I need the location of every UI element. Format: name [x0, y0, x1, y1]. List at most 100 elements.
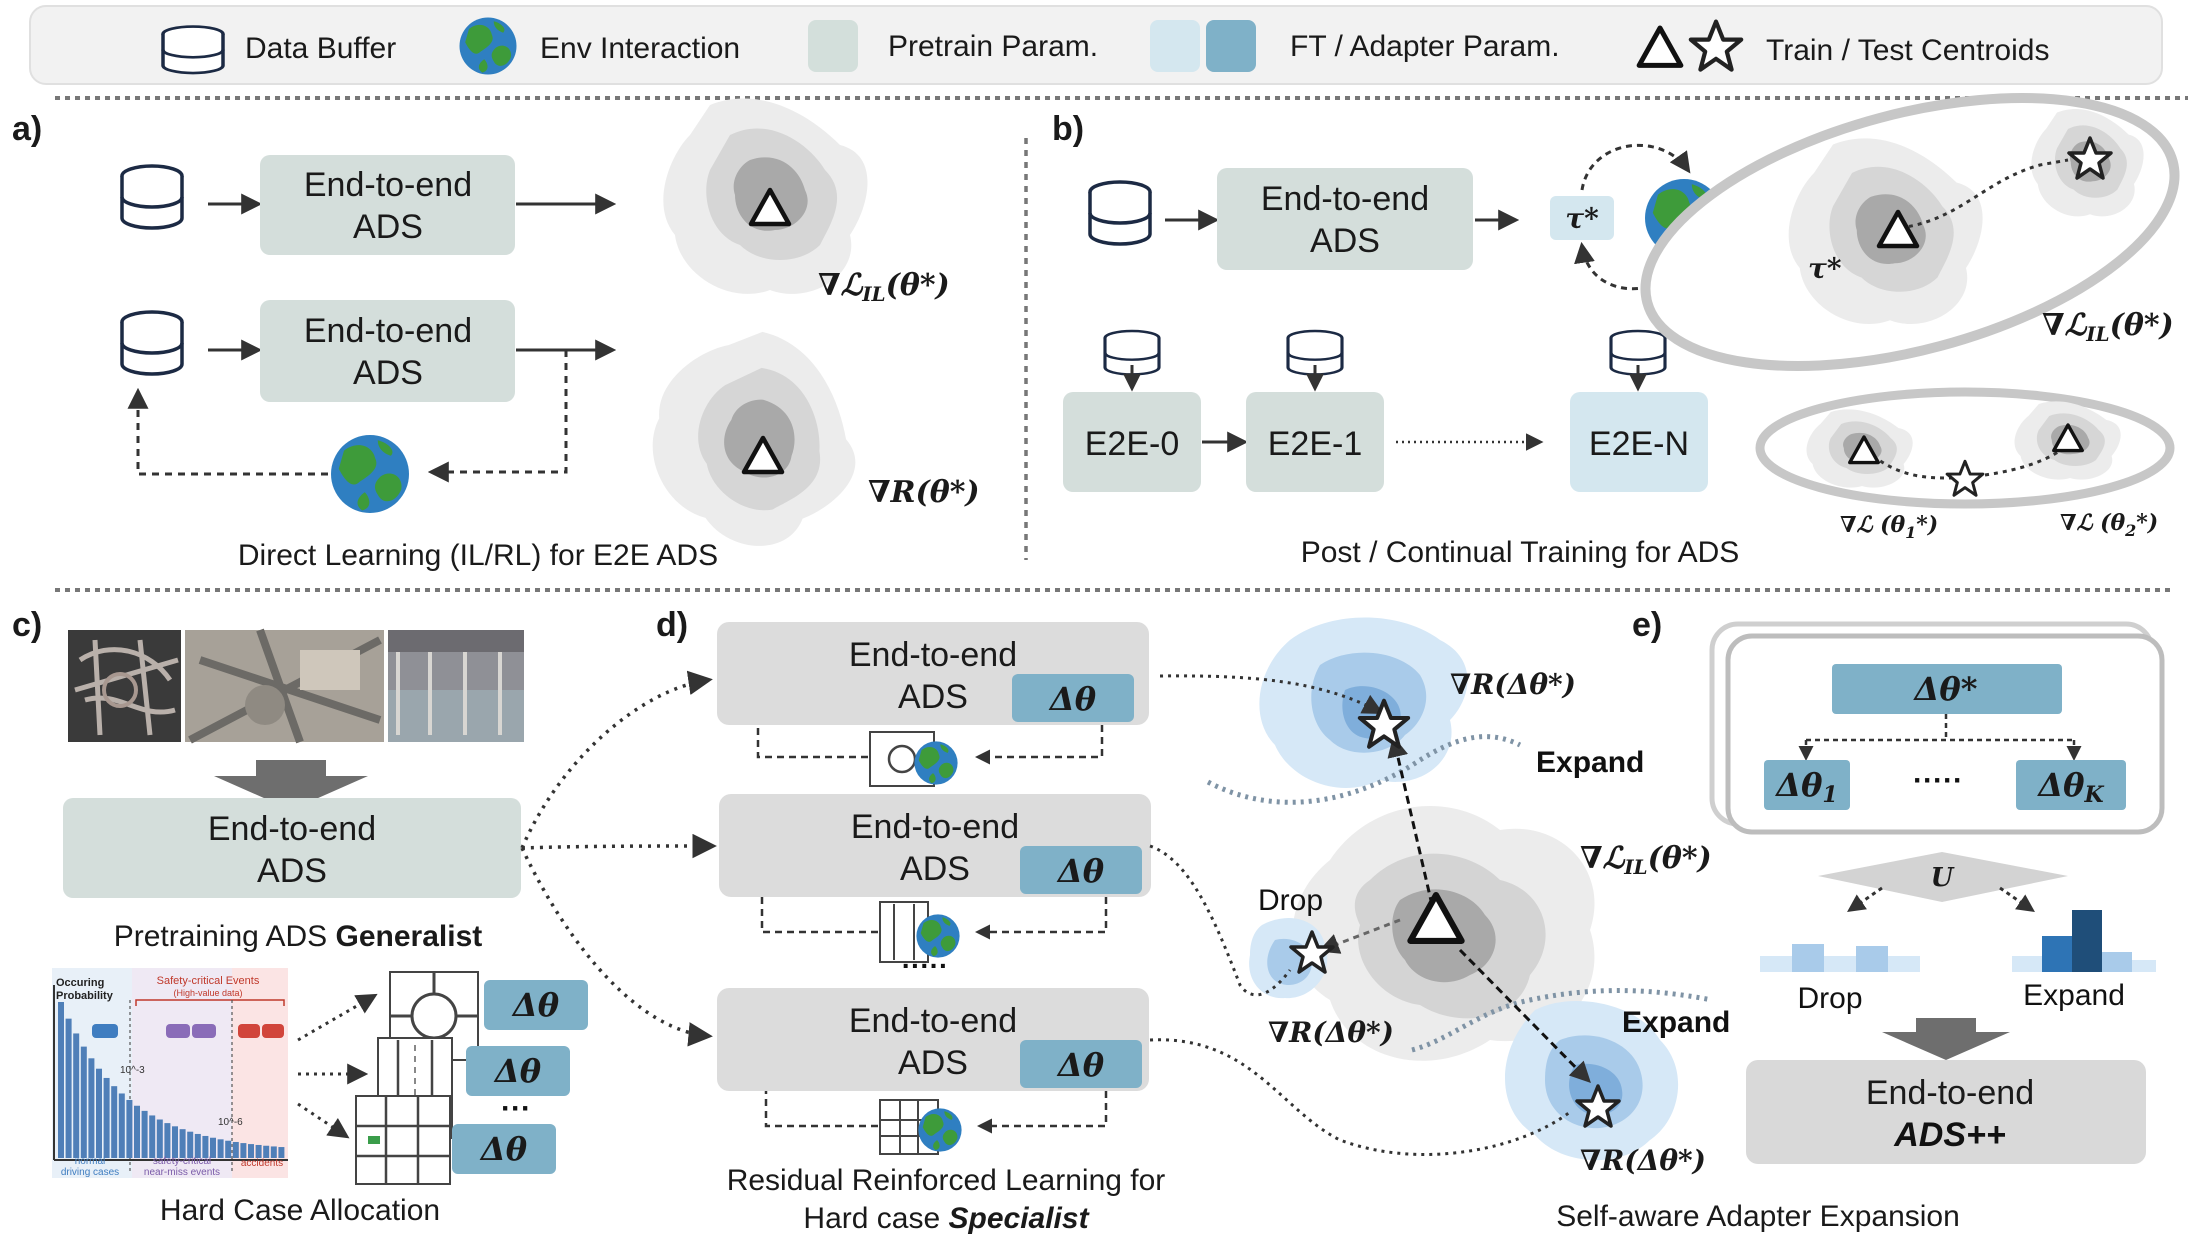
- histogram-bar: [118, 1093, 125, 1158]
- grad-r-left-label: ∇R(Δθ*): [1268, 1016, 1394, 1049]
- ellipsis: ···: [501, 1092, 531, 1125]
- delta-theta-box: [1020, 1040, 1142, 1088]
- e2e-1-box: [1246, 392, 1384, 492]
- histogram-bar: [278, 1147, 285, 1158]
- hist-probability: Probability: [56, 990, 114, 1002]
- delta-theta-box: [1020, 846, 1142, 894]
- histogram-bar: [225, 1140, 232, 1158]
- histogram-bar: [88, 1058, 95, 1158]
- histogram-bar: [65, 1018, 72, 1158]
- histogram-bar: [58, 1002, 64, 1158]
- drop-label: Drop: [1797, 982, 1862, 1015]
- ads-generalist-box: [63, 798, 521, 898]
- e2e-0-box: [1063, 392, 1201, 492]
- ads-label: End-to-end: [1866, 1074, 2034, 1112]
- histogram-bar: [210, 1137, 216, 1158]
- car-icon: [92, 1024, 118, 1038]
- ads-label: ADS: [1310, 222, 1380, 260]
- ads-label: End-to-end: [1261, 180, 1429, 218]
- delta-theta-label: Δθ: [511, 986, 560, 1024]
- ads-label: ADS: [257, 852, 327, 890]
- delta-theta-label: Δθ: [479, 1130, 528, 1168]
- ads-plusplus-label: ADS++: [1893, 1116, 2006, 1154]
- hist-safety: Safety-critical Events: [157, 975, 260, 987]
- delta-theta-1-box: [1764, 760, 1850, 810]
- database-icon: [1088, 180, 1152, 246]
- ads-label: End-to-end: [208, 810, 376, 848]
- union-diamond: [1818, 852, 2068, 902]
- tau-ellipse-label: τ*: [1808, 252, 1842, 285]
- generalist-caption: Pretraining ADS Generalist: [114, 920, 483, 953]
- histogram-bar: [202, 1135, 209, 1158]
- histogram-bar: [187, 1131, 194, 1158]
- histogram-bar: [179, 1129, 186, 1158]
- grad-l2-label: ∇ℒ (θ2*): [2060, 510, 2158, 540]
- grad-l1-label: ∇ℒ (θ1*): [1840, 512, 1938, 542]
- delta-theta-box: [484, 980, 588, 1030]
- expand-histogram: [2012, 910, 2156, 972]
- histogram-bar: [73, 1033, 80, 1158]
- histogram-bar: [111, 1086, 118, 1158]
- histogram-bar: [255, 1144, 262, 1158]
- ellipsis: ·····: [902, 950, 949, 981]
- database-icon: [120, 310, 184, 376]
- e2e-n-box: [1570, 392, 1708, 492]
- ads-label: End-to-end: [304, 166, 472, 204]
- grad-il-label: ∇ℒIL(θ*): [1580, 841, 1712, 879]
- distribution-blob: [615, 299, 896, 577]
- ads-label: End-to-end: [849, 636, 1017, 674]
- histogram-bar: [103, 1077, 110, 1158]
- delta-theta-1-label: Δθ1: [1774, 766, 1837, 808]
- delta-theta-k-label: ΔθK: [2036, 766, 2104, 808]
- histogram-bar: [80, 1046, 87, 1158]
- ads-box-post: [1217, 168, 1473, 270]
- scene-image-map: [68, 630, 181, 742]
- grad-il-label: ∇ℒIL(θ*): [2042, 308, 2174, 346]
- histogram-bar: [248, 1144, 254, 1158]
- grad-il-label: ∇ℒIL(θ*): [818, 268, 950, 306]
- delta-theta-star-label: Δθ*: [1913, 670, 1978, 708]
- histogram-bar: [126, 1099, 133, 1158]
- union-label: U: [1931, 863, 1955, 893]
- hist-safety-label: safety-critical: [153, 1156, 211, 1167]
- arrow-down-icon: [1882, 1018, 2010, 1060]
- arrow-down-icon: [214, 760, 368, 810]
- ads-plusplus-box: [1746, 1060, 2146, 1164]
- long-tail-histogram: Occuring Probability Safety-critical Eve…: [52, 968, 288, 1178]
- tau-box: [1550, 196, 1614, 240]
- database-icon: [161, 24, 225, 75]
- scene-image-aerial: [185, 628, 384, 744]
- hard-case-caption: Hard Case Allocation: [160, 1194, 440, 1227]
- legend: Data Buffer Env Interaction Pretrain Par…: [29, 5, 2163, 85]
- car-icon: [262, 1024, 284, 1038]
- grad-r-top-label: ∇R(Δθ*): [1450, 668, 1576, 701]
- ads-label: ADS: [898, 1044, 968, 1082]
- expansion-caption: Self-aware Adapter Expansion: [1556, 1200, 1960, 1233]
- ads-box-il: [260, 155, 515, 255]
- ft-light-swatch: [1150, 20, 1200, 72]
- ads-label: ADS: [898, 678, 968, 716]
- hist-highvalue: (High-value data): [173, 988, 242, 998]
- histogram-bar: [156, 1119, 163, 1158]
- ads-label: End-to-end: [849, 1002, 1017, 1040]
- histogram-bar: [194, 1133, 201, 1158]
- panel-a-caption: Direct Learning (IL/RL) for E2E ADS: [238, 539, 718, 572]
- hist-safety-label: near-miss events: [144, 1167, 220, 1178]
- car-icon: [238, 1024, 260, 1038]
- histogram-bar: [149, 1115, 156, 1158]
- ads-label: ADS: [353, 354, 423, 392]
- delta-theta-label: Δθ: [493, 1052, 542, 1090]
- delta-theta-box: [452, 1124, 556, 1174]
- e2e-n-label: E2E-N: [1589, 425, 1689, 463]
- histogram-bar: [240, 1143, 247, 1158]
- panel-c-label: c): [12, 606, 42, 644]
- car-icon: [192, 1024, 216, 1038]
- ads-label: End-to-end: [304, 312, 472, 350]
- histogram-bar: [96, 1068, 102, 1158]
- boundary-curve: [1411, 988, 1713, 1053]
- scene-card-intersection: [355, 1095, 451, 1185]
- legend-env-interaction: Env Interaction: [540, 32, 740, 65]
- ads-box-rl: [260, 300, 515, 402]
